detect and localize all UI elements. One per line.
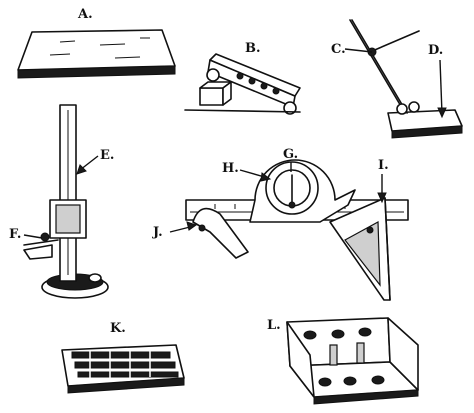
label-h: H.	[222, 161, 239, 176]
label-e: E.	[100, 148, 114, 163]
label-g: G.	[283, 147, 298, 162]
label-f: F.	[9, 227, 21, 242]
surface-gauge	[349, 19, 463, 139]
label-k: K.	[110, 321, 126, 336]
label-l: L.	[267, 318, 281, 333]
label-j: J.	[152, 225, 163, 240]
label-i: I.	[378, 158, 389, 173]
label-d: D.	[428, 43, 443, 58]
label-a: A.	[77, 7, 93, 22]
gage-block-set	[61, 344, 185, 394]
label-c: C.	[331, 42, 346, 57]
surface-plate	[17, 29, 176, 79]
label-b: B.	[245, 41, 261, 56]
gage-block-slots	[71, 347, 179, 380]
combination-set	[185, 159, 409, 301]
height-gauge	[23, 104, 109, 299]
sine-bar	[184, 53, 301, 115]
angle-plate	[286, 317, 419, 405]
